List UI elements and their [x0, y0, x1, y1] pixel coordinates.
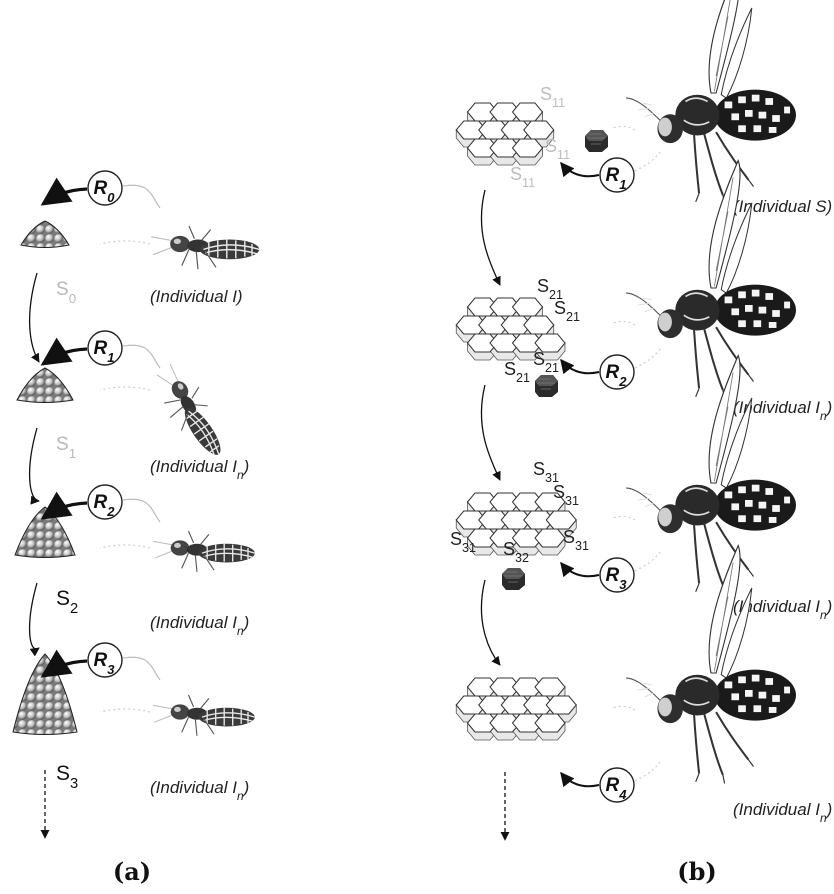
- stimulus-s21: S21: [554, 298, 580, 324]
- panel-b-label: (b): [677, 857, 717, 886]
- stimulus-s21: S21: [504, 359, 530, 385]
- termite-icon: [153, 695, 255, 736]
- building-block-icon: [502, 568, 525, 590]
- response-arrow: [561, 563, 599, 576]
- stimulus-s2: S2: [56, 587, 78, 617]
- stimulus-line: [635, 151, 661, 171]
- individual-label: (Individual In): [150, 778, 249, 803]
- response-arrow: [561, 360, 599, 373]
- stimulus-s0: S0: [56, 279, 76, 306]
- stimulus-line: [635, 761, 661, 781]
- stimulus-s11: S11: [540, 84, 565, 110]
- response-r2: R2: [600, 355, 634, 389]
- movement-trail: [100, 387, 150, 390]
- panel-a-label: (a): [113, 857, 151, 886]
- individual-label: (Individual I): [150, 287, 243, 306]
- stimulus-line: [123, 185, 160, 208]
- response-arrow: [43, 189, 87, 204]
- mound-pile: [13, 654, 77, 735]
- nest-comb: [456, 298, 565, 360]
- response-r3: R3: [600, 558, 634, 592]
- movement-trail: [613, 516, 635, 520]
- stimulus-s3: S3: [56, 762, 78, 792]
- movement-trail: [100, 709, 150, 712]
- transition-arrow: [30, 583, 39, 649]
- stimulus-s11: S11: [545, 136, 570, 162]
- transition-arrow: [30, 273, 39, 362]
- stimulus-s31: S31: [563, 527, 589, 553]
- transition-arrow: [481, 385, 500, 480]
- wasp-icon: [626, 546, 796, 784]
- nest-comb: [456, 678, 576, 740]
- transition-arrow: [30, 428, 39, 501]
- nest-comb: [456, 103, 554, 165]
- movement-trail: [613, 706, 635, 710]
- mound-pile: [21, 221, 69, 248]
- response-r4: R4: [600, 768, 634, 802]
- termite-icon: [153, 531, 255, 572]
- response-r3: R3: [88, 643, 122, 677]
- response-r0: R0: [88, 171, 122, 205]
- wasp-icon: [626, 0, 796, 203]
- movement-trail: [613, 321, 635, 325]
- stimulus-line: [635, 348, 661, 368]
- termite-icon: [151, 226, 259, 269]
- transition-arrow: [481, 190, 500, 285]
- building-block-icon: [535, 375, 558, 397]
- stimulus-line: [123, 345, 160, 368]
- response-arrow: [561, 163, 599, 176]
- termite-icon: [145, 358, 237, 465]
- transition-arrow: [481, 580, 500, 665]
- response-r1: R1: [88, 331, 122, 365]
- stimulus-s11: S11: [510, 164, 535, 190]
- movement-trail: [100, 545, 150, 548]
- individual-label: (Individual In): [150, 457, 249, 482]
- response-r2: R2: [88, 485, 122, 519]
- response-r1: R1: [600, 158, 634, 192]
- mound-pile: [17, 368, 73, 403]
- movement-trail: [613, 126, 635, 130]
- individual-label: (Individual In): [150, 613, 249, 638]
- stimulus-s1: S1: [56, 434, 76, 461]
- wasp-icon: [626, 356, 796, 594]
- building-block-icon: [585, 130, 608, 152]
- stimulus-line: [123, 499, 160, 522]
- stage-b-0: R1S11S11S11(Individual S): [456, 0, 832, 285]
- stimulus-line: [635, 551, 661, 571]
- response-arrow: [43, 349, 87, 364]
- individual-label: (Individual In): [733, 800, 832, 825]
- stimulus-line: [123, 657, 160, 680]
- mound-pile: [15, 507, 75, 558]
- response-arrow: [561, 773, 599, 786]
- movement-trail: [100, 241, 150, 244]
